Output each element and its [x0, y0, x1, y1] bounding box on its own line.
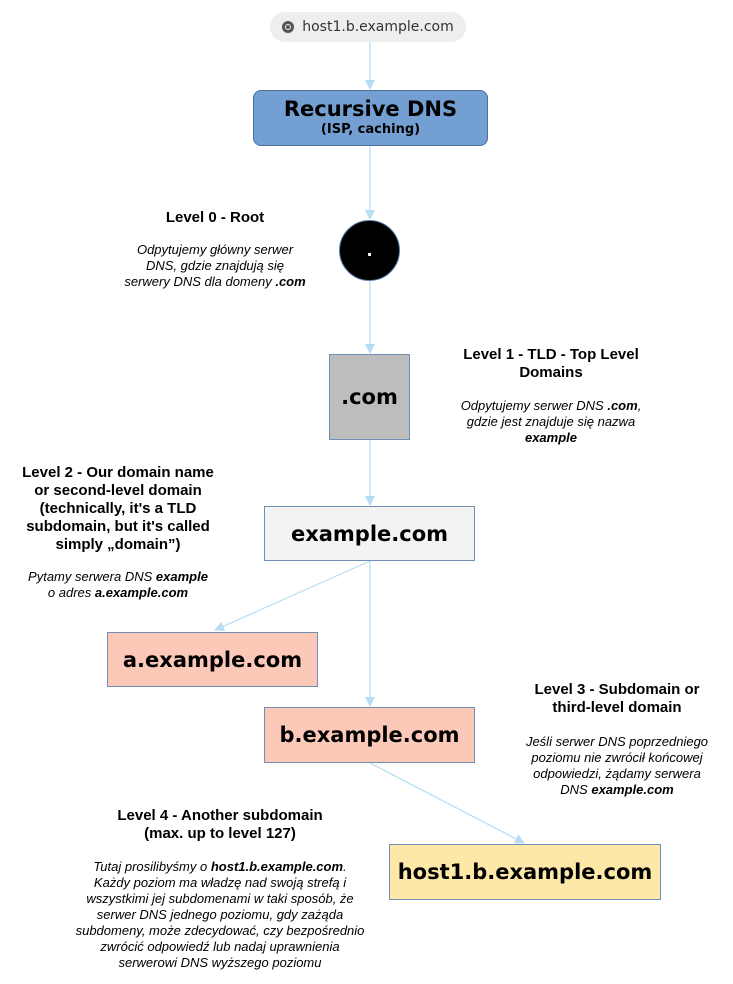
level4-desc-line: zwrócić odpowiedź lub nadaj uprawnienia	[100, 939, 340, 954]
level0-desc-line: serwery DNS dla domeny .com	[124, 274, 306, 289]
level3-desc-line: Jeśli serwer DNS poprzedniego	[525, 734, 709, 749]
level1-desc-line: example	[524, 430, 578, 445]
a-example-node-label: a.example.com	[122, 647, 303, 672]
level4-annotation: Level 4 - Another subdomain (max. up to …	[50, 807, 390, 971]
level4-desc-line: Tutaj prosilibyśmy o host1.b.example.com…	[93, 859, 347, 874]
level1-desc-line: Odpytujemy serwer DNS .com,	[460, 398, 642, 413]
level0-annotation: Level 0 - Root Odpytujemy główny serwer …	[95, 209, 335, 290]
level0-heading: Level 0 - Root	[165, 209, 265, 226]
recursive-dns-node: Recursive DNS (ISP, caching)	[253, 90, 488, 146]
level4-desc-line: serwer DNS jednego poziomu, gdy zażąda	[96, 907, 344, 922]
level4-heading: Level 4 - Another subdomain (max. up to …	[117, 807, 323, 842]
host1-node-label: host1.b.example.com	[397, 860, 653, 884]
level4-desc-line: Każdy poziom ma władzę nad swoją strefą …	[93, 875, 347, 890]
level4-desc-line: subdomeny, może zdecydować, czy bezpośre…	[75, 923, 365, 938]
com-node: .com	[329, 354, 410, 440]
host1-node: host1.b.example.com	[389, 844, 661, 900]
globe-icon	[282, 21, 295, 33]
level3-desc-line: odpowiedzi, żądamy serwera	[533, 766, 701, 781]
level2-heading: Level 2 - Our domain name or second-leve…	[22, 464, 214, 553]
root-node: .	[339, 220, 400, 281]
b-example-node-label: b.example.com	[279, 723, 460, 747]
example-node: example.com	[264, 506, 475, 561]
com-node-label: .com	[341, 385, 398, 409]
arrow-example-to-a	[214, 560, 371, 631]
level0-description: Odpytujemy główny serwer DNS, gdzie znaj…	[95, 242, 335, 290]
example-node-label: example.com	[290, 521, 449, 546]
level3-annotation: Level 3 - Subdomain or third-level domai…	[502, 681, 732, 798]
level1-description: Odpytujemy serwer DNS .com, gdzie jest z…	[436, 398, 666, 446]
level2-desc-line: o adres a.example.com	[47, 585, 189, 600]
level0-desc-line: Odpytujemy główny serwer	[136, 242, 294, 257]
level4-description: Tutaj prosilibyśmy o host1.b.example.com…	[50, 859, 390, 971]
level4-desc-line: wszystkimi jej subdomenami w taki sposób…	[86, 891, 354, 906]
level2-annotation: Level 2 - Our domain name or second-leve…	[0, 464, 236, 601]
level0-desc-line: DNS, gdzie znajdują się	[145, 258, 285, 273]
level2-description: Pytamy serwera DNS example o adres a.exa…	[0, 569, 236, 601]
level3-desc-line: DNS example.com	[560, 782, 674, 797]
level1-heading: Level 1 - TLD - Top Level Domains	[463, 346, 639, 381]
recursive-dns-subtitle: (ISP, caching)	[320, 122, 421, 137]
recursive-dns-title: Recursive DNS	[283, 97, 458, 121]
level4-desc-line: serwerowi DNS wyższego poziomu	[118, 955, 322, 970]
level1-desc-line: gdzie jest znajduje się nazwa	[466, 414, 636, 429]
arrow-b-to-host1	[369, 762, 525, 844]
b-example-node: b.example.com	[264, 707, 475, 763]
a-example-node: a.example.com	[107, 632, 318, 687]
level3-desc-line: poziomu nie zwrócił końcowej	[531, 750, 703, 765]
level3-description: Jeśli serwer DNS poprzedniego poziomu ni…	[502, 734, 732, 798]
root-node-label: .	[366, 241, 373, 260]
level2-desc-line: Pytamy serwera DNS example	[28, 569, 208, 584]
level1-annotation: Level 1 - TLD - Top Level Domains Odpytu…	[436, 346, 666, 446]
url-bar: host1.b.example.com	[270, 12, 466, 42]
url-text: host1.b.example.com	[302, 19, 454, 35]
level3-heading: Level 3 - Subdomain or third-level domai…	[534, 681, 700, 716]
